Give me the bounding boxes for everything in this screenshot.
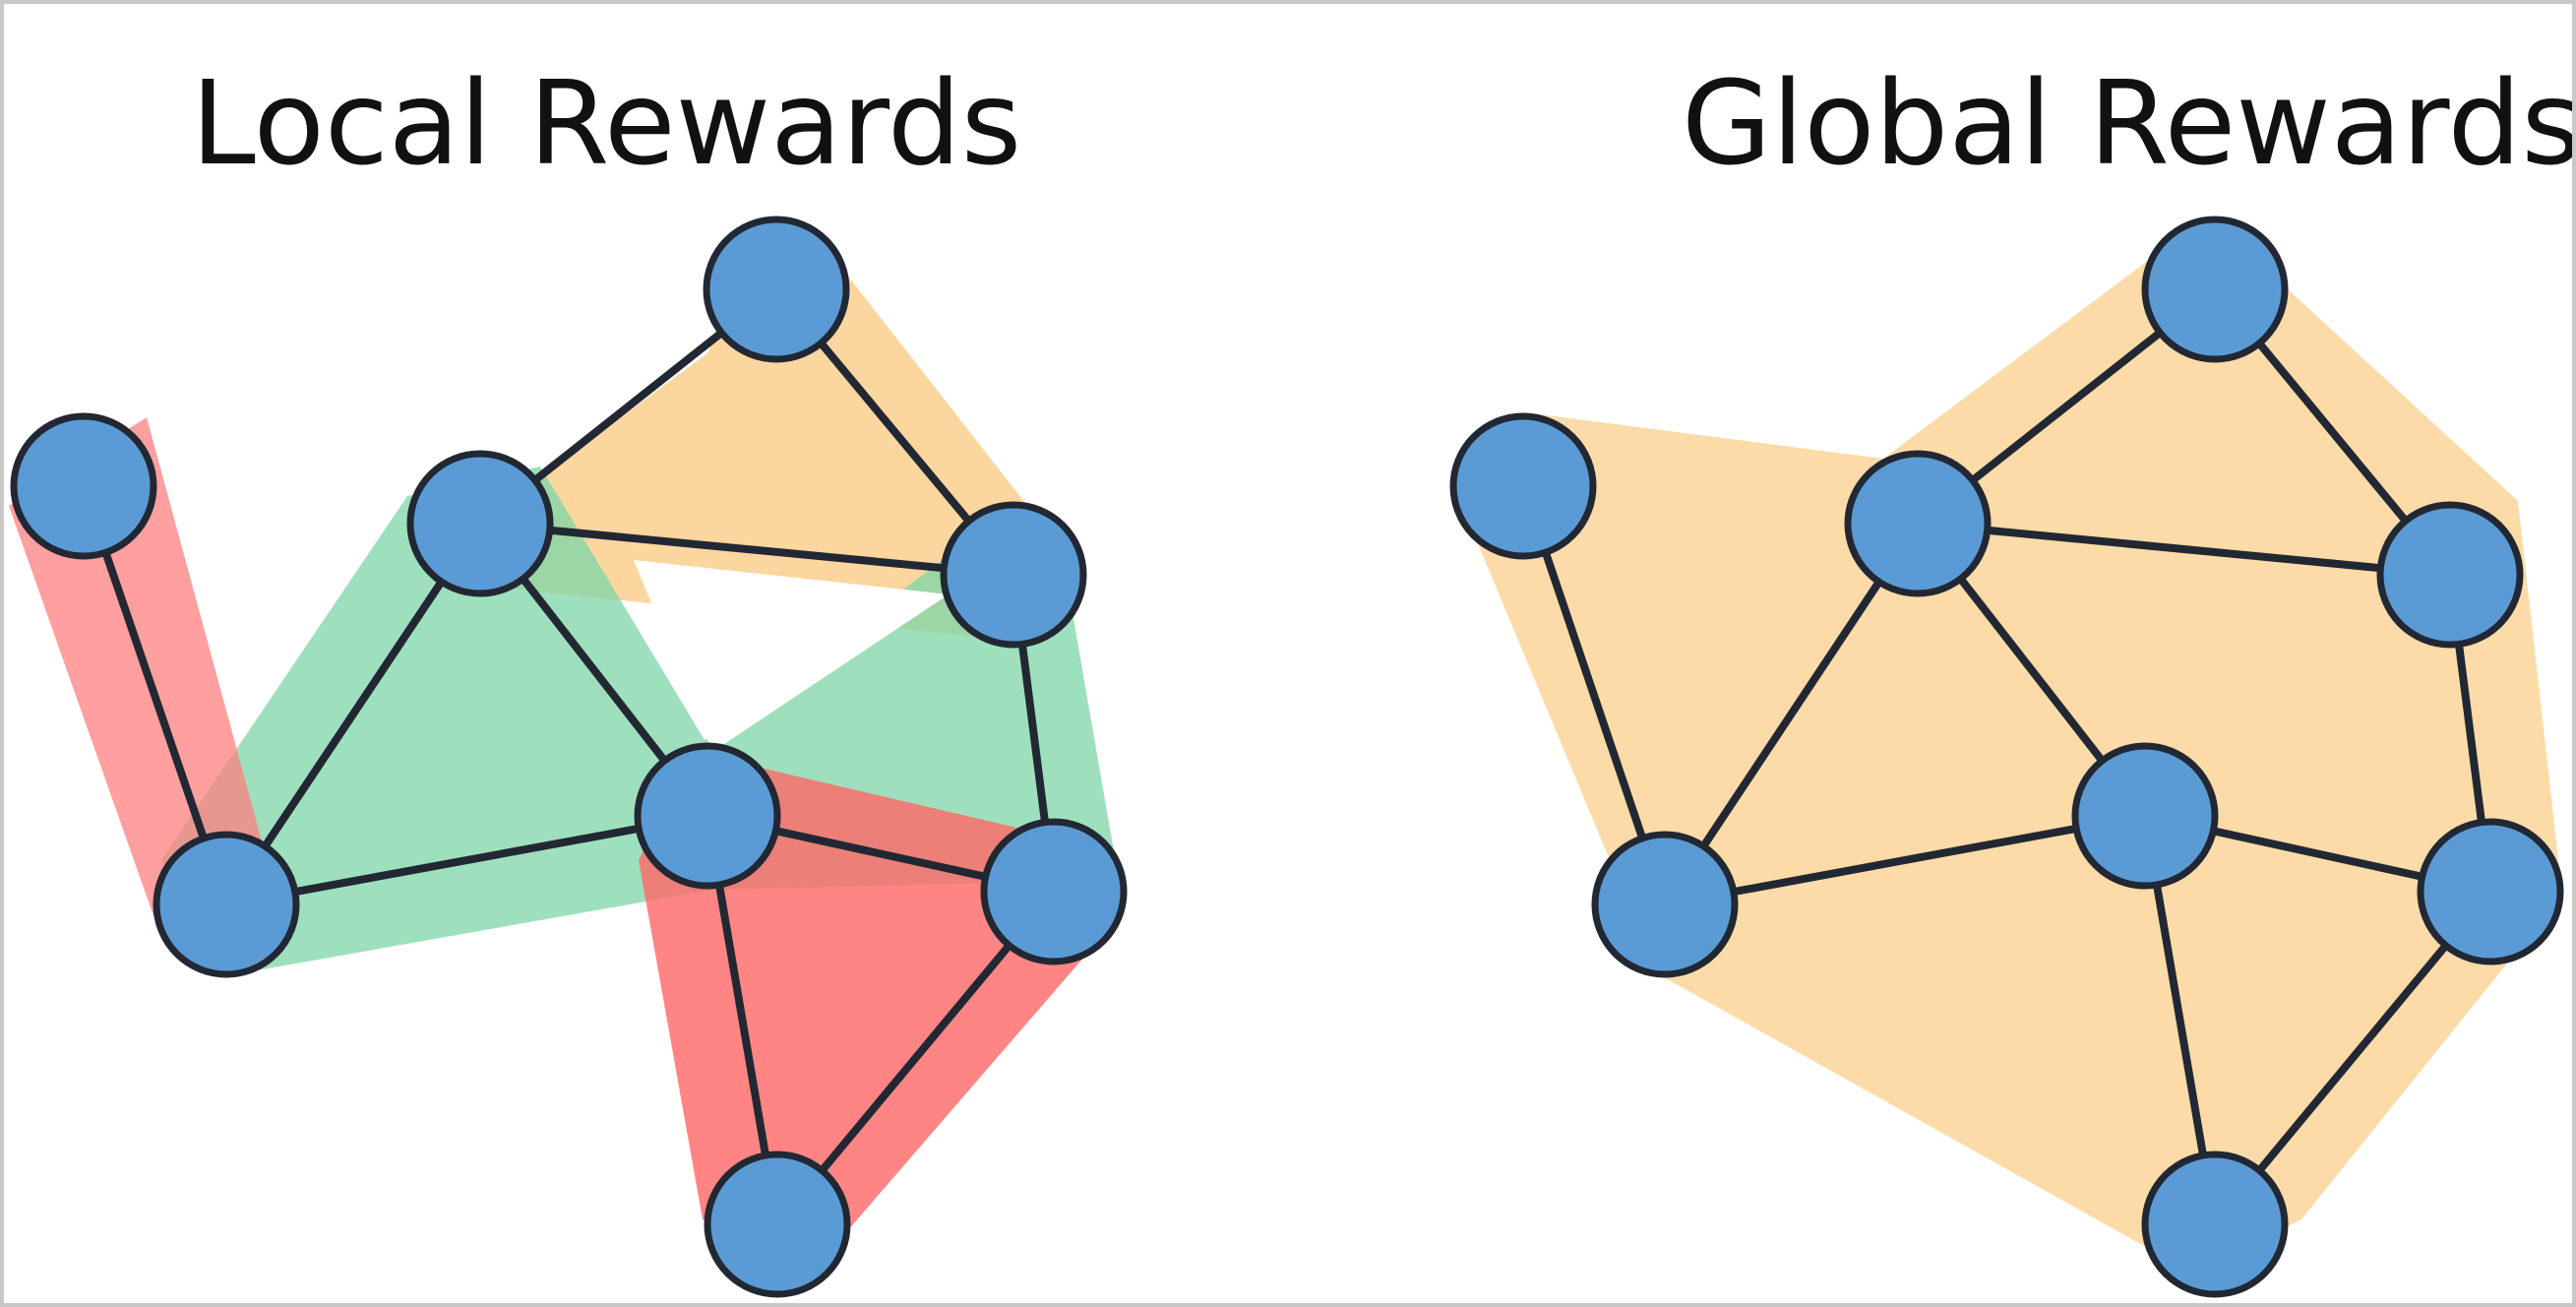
edge-global-c-d [1914,520,2454,579]
node-global-c [1844,450,1992,597]
global-nodes [1449,216,2564,1298]
node-g [980,818,1128,965]
edge-a-e [80,484,230,908]
edge-global-a-e [1519,482,1669,908]
node-f [634,742,781,890]
node-e [153,831,300,978]
node-c [406,450,554,597]
node-global-d [2376,501,2524,649]
region-global-orange [1460,220,2562,1274]
reward-diagram: Local Rewards [9,55,2572,1298]
local-nodes [10,216,1128,1298]
node-b [703,216,850,363]
edge-e-f [222,812,711,908]
node-global-b [2141,216,2289,363]
node-global-a [1449,412,1597,560]
global-rewards-panel: Global Rewards [1449,55,2572,1298]
global-rewards-title: Global Rewards [1682,55,2572,191]
local-rewards-panel: Local Rewards [9,55,1128,1298]
node-global-h [2141,1151,2289,1298]
local-rewards-title: Local Rewards [191,55,1021,191]
region-green-window-mask [634,560,949,752]
node-a [10,412,157,560]
edge-c-e [222,520,484,908]
edge-global-e-f [1661,812,2149,908]
node-global-g [2417,818,2564,965]
node-global-e [1591,831,1739,978]
edge-global-c-e [1661,520,1922,908]
edge-c-d [476,520,1017,579]
node-h [704,1151,851,1298]
local-reward-regions [9,218,1119,1239]
node-d [940,501,1087,649]
node-global-f [2071,742,2219,890]
